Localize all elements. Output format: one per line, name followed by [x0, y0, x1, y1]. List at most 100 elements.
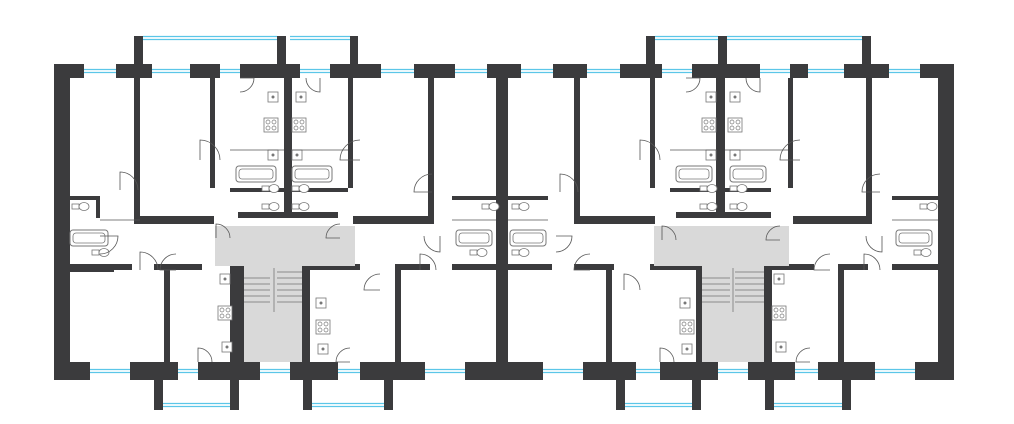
wall — [54, 64, 70, 380]
bathtub — [69, 229, 109, 247]
toilet-bowl — [706, 202, 718, 211]
stove-burner — [735, 125, 741, 131]
stove — [263, 117, 279, 133]
wall — [154, 362, 163, 410]
stove-burner — [317, 321, 323, 327]
bathtub — [235, 165, 277, 183]
door-swing — [159, 253, 177, 271]
wall — [866, 78, 872, 220]
stove — [727, 117, 743, 133]
bathtub-inner — [732, 168, 764, 180]
wall — [508, 196, 548, 200]
wall — [838, 264, 844, 362]
stove-burner — [219, 307, 225, 313]
stove-burner — [323, 327, 329, 333]
door-swing — [795, 347, 811, 363]
door-swing — [623, 273, 641, 291]
wall — [725, 188, 771, 192]
wall — [718, 36, 727, 78]
wall — [692, 362, 701, 410]
stove-burner — [779, 313, 785, 319]
wall — [606, 264, 612, 362]
door-swing — [339, 139, 361, 161]
toilet-bowl — [736, 184, 748, 193]
bathtub — [291, 165, 333, 183]
wall — [230, 264, 244, 362]
toilet-tank — [699, 185, 708, 192]
stove — [771, 305, 787, 321]
door-swing — [745, 77, 761, 93]
door-swing — [765, 225, 781, 241]
window-opening — [178, 362, 198, 380]
bathtub — [895, 229, 933, 247]
window-opening — [521, 64, 553, 78]
wall — [508, 264, 552, 270]
window-opening — [875, 362, 915, 380]
window-opening — [90, 362, 130, 380]
wall — [310, 264, 360, 270]
toilet-tank — [291, 185, 300, 192]
window-opening — [381, 64, 414, 78]
wall — [765, 362, 774, 410]
stove-burner — [681, 327, 687, 333]
stove-burner — [709, 119, 715, 125]
toilet-bowl — [268, 202, 280, 211]
wall — [284, 78, 292, 218]
toilet-tank — [729, 185, 738, 192]
stove-burner — [271, 119, 277, 125]
window-opening — [425, 362, 465, 380]
toilet-tank — [481, 203, 490, 210]
door-swing — [661, 225, 677, 241]
sink-drain — [683, 301, 687, 305]
toilet-bowl — [298, 202, 310, 211]
window-opening — [300, 64, 330, 78]
wall — [70, 264, 132, 270]
toilet-bowl — [268, 184, 280, 193]
wall — [843, 264, 868, 270]
wall — [303, 362, 312, 410]
stove-burner — [687, 321, 693, 327]
wall — [496, 64, 508, 380]
wall — [230, 188, 284, 192]
toilet-tank — [913, 249, 922, 256]
wall — [650, 78, 655, 188]
stairwell — [244, 266, 302, 362]
window-opening — [760, 64, 790, 78]
toilet-tank — [91, 249, 100, 256]
toilet-tank — [261, 203, 270, 210]
stove-burner — [299, 125, 305, 131]
bathtub-inner — [238, 168, 274, 180]
toilet-bowl — [476, 248, 488, 257]
window-opening — [338, 362, 360, 380]
door-swing — [305, 77, 321, 93]
door-swing — [685, 77, 701, 93]
toilet-bowl — [518, 202, 530, 211]
stove — [315, 319, 331, 335]
wall — [788, 78, 793, 188]
stove-burner — [225, 307, 231, 313]
door-swing — [215, 223, 231, 239]
wall — [395, 264, 401, 362]
toilet-tank — [71, 203, 80, 210]
stove-burner — [299, 119, 305, 125]
door-swing — [573, 253, 591, 271]
stove-burner — [729, 119, 735, 125]
toilet-tank — [291, 203, 300, 210]
stove-burner — [735, 119, 741, 125]
stove-burner — [219, 313, 225, 319]
window-opening — [220, 64, 240, 78]
stove-burner — [265, 119, 271, 125]
door-swing — [99, 235, 119, 255]
wall — [574, 78, 580, 220]
stove-burner — [779, 307, 785, 313]
stove-burner — [687, 327, 693, 333]
wall — [676, 212, 716, 218]
sink-drain — [709, 95, 713, 99]
sink-drain — [319, 301, 323, 305]
stove-burner — [265, 125, 271, 131]
wall — [292, 188, 348, 192]
wall — [842, 362, 851, 410]
wall — [348, 78, 353, 188]
